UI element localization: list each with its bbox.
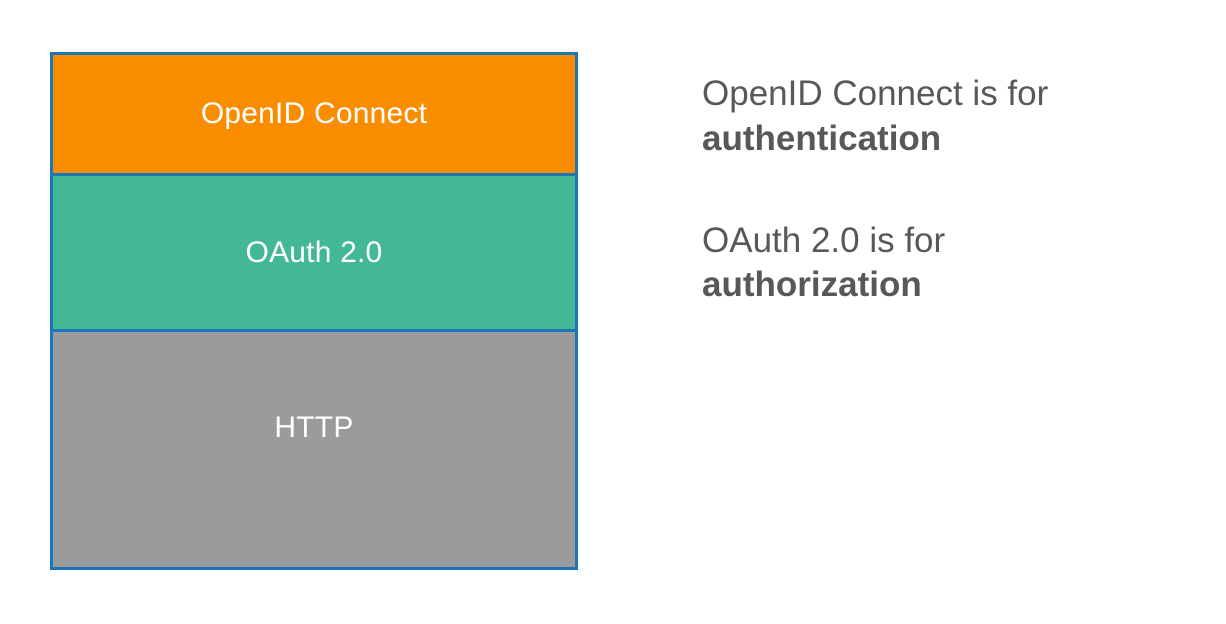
explanation-notes: OpenID Connect is for authentication OAu… — [702, 72, 1202, 308]
stack-layer-label-openid-connect: OpenID Connect — [200, 97, 428, 130]
note-oauth2-emphasis: authorization — [702, 265, 922, 305]
note-oauth2-lead: OAuth 2.0 is for — [702, 220, 946, 260]
note-openid-connect: OpenID Connect is for authentication — [702, 72, 1202, 162]
note-openid-connect-lead: OpenID Connect is for — [702, 74, 1049, 113]
stack-layer-http[interactable]: HTTP — [50, 329, 578, 570]
stack-layer-label-http: HTTP — [274, 410, 354, 444]
protocol-layer-stack: OpenID Connect OAuth 2.0 HTTP — [50, 52, 578, 570]
note-oauth2: OAuth 2.0 is for authorization — [702, 219, 1202, 309]
stack-layer-oauth2[interactable]: OAuth 2.0 — [50, 173, 578, 332]
stack-layer-openid-connect[interactable]: OpenID Connect — [50, 52, 578, 176]
note-openid-connect-emphasis: authentication — [702, 118, 942, 158]
stack-layer-label-oauth2: OAuth 2.0 — [245, 235, 383, 269]
